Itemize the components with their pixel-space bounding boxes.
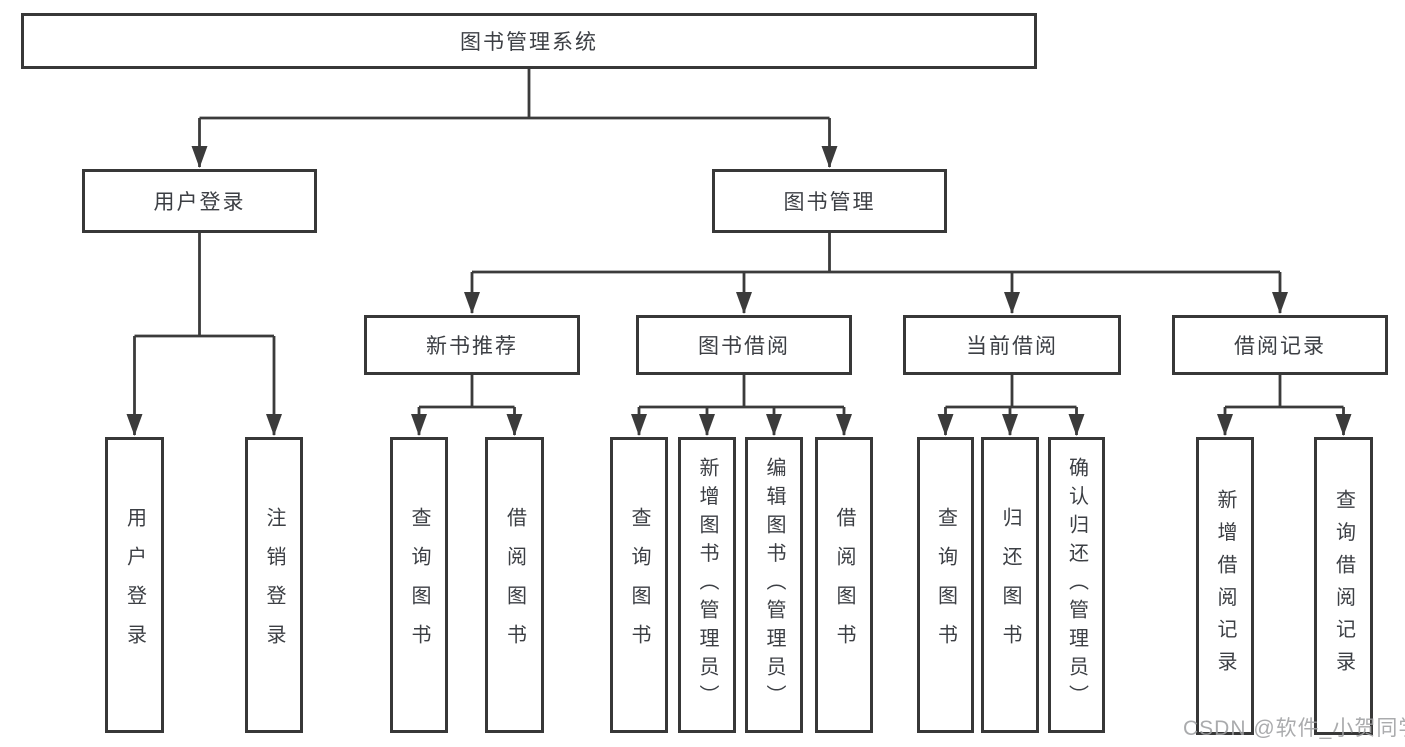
node-user-login-label: 用户登录 xyxy=(153,191,246,214)
leaf-query-books-recommend-label: 查询图书 xyxy=(408,507,430,663)
node-current-borrow: 当前借阅 xyxy=(903,315,1121,375)
csdn-watermark: CSDN @软件_小贺同学 xyxy=(1183,717,1405,740)
node-borrow-records: 借阅记录 xyxy=(1172,315,1388,375)
leaf-query-borrow-record-label: 查询借阅记录 xyxy=(1332,488,1355,684)
leaf-query-books-borrow: 查询图书 xyxy=(610,437,668,733)
leaf-add-books-admin-label: 新增图书（管理员） xyxy=(696,457,718,713)
leaf-logout-label: 注销登录 xyxy=(263,507,285,663)
node-borrow-records-label: 借阅记录 xyxy=(1234,335,1326,358)
leaf-add-books-admin: 新增图书（管理员） xyxy=(678,437,736,733)
leaf-confirm-return-admin: 确认归还（管理员） xyxy=(1048,437,1105,733)
leaf-add-borrow-record: 新增借阅记录 xyxy=(1196,437,1254,735)
leaf-query-books-recommend: 查询图书 xyxy=(390,437,448,733)
leaf-return-books: 归还图书 xyxy=(981,437,1039,733)
leaf-query-books-current-label: 查询图书 xyxy=(934,507,957,663)
node-book-management-label: 图书管理 xyxy=(783,191,876,214)
leaf-logout: 注销登录 xyxy=(245,437,303,733)
node-new-book-recommend-label: 新书推荐 xyxy=(426,335,518,358)
node-current-borrow-label: 当前借阅 xyxy=(966,335,1058,358)
leaf-confirm-return-admin-label: 确认归还（管理员） xyxy=(1065,457,1088,713)
leaf-query-books-current: 查询图书 xyxy=(917,437,974,733)
leaf-add-borrow-record-label: 新增借阅记录 xyxy=(1214,488,1236,684)
leaf-query-borrow-record: 查询借阅记录 xyxy=(1314,437,1373,735)
node-root-label: 图书管理系统 xyxy=(460,31,598,54)
node-root: 图书管理系统 xyxy=(21,13,1037,69)
node-book-borrow-label: 图书借阅 xyxy=(698,335,790,358)
connector-path xyxy=(134,69,1344,409)
arrow-group xyxy=(126,118,1352,436)
leaf-borrow-books-recommend: 借阅图书 xyxy=(485,437,544,733)
leaf-edit-books-admin: 编辑图书（管理员） xyxy=(745,437,803,733)
leaf-borrow-books-recommend-label: 借阅图书 xyxy=(503,507,526,663)
leaf-user-login: 用户登录 xyxy=(105,437,164,733)
node-new-book-recommend: 新书推荐 xyxy=(364,315,580,375)
leaf-query-books-borrow-label: 查询图书 xyxy=(628,507,650,663)
leaf-return-books-label: 归还图书 xyxy=(999,507,1021,663)
node-user-login: 用户登录 xyxy=(82,169,317,233)
leaf-borrow-books-label: 借阅图书 xyxy=(833,507,855,663)
leaf-borrow-books: 借阅图书 xyxy=(815,437,873,733)
leaf-edit-books-admin-label: 编辑图书（管理员） xyxy=(763,457,785,713)
node-book-management: 图书管理 xyxy=(712,169,947,233)
leaf-user-login-label: 用户登录 xyxy=(123,507,146,663)
node-book-borrow: 图书借阅 xyxy=(636,315,852,375)
